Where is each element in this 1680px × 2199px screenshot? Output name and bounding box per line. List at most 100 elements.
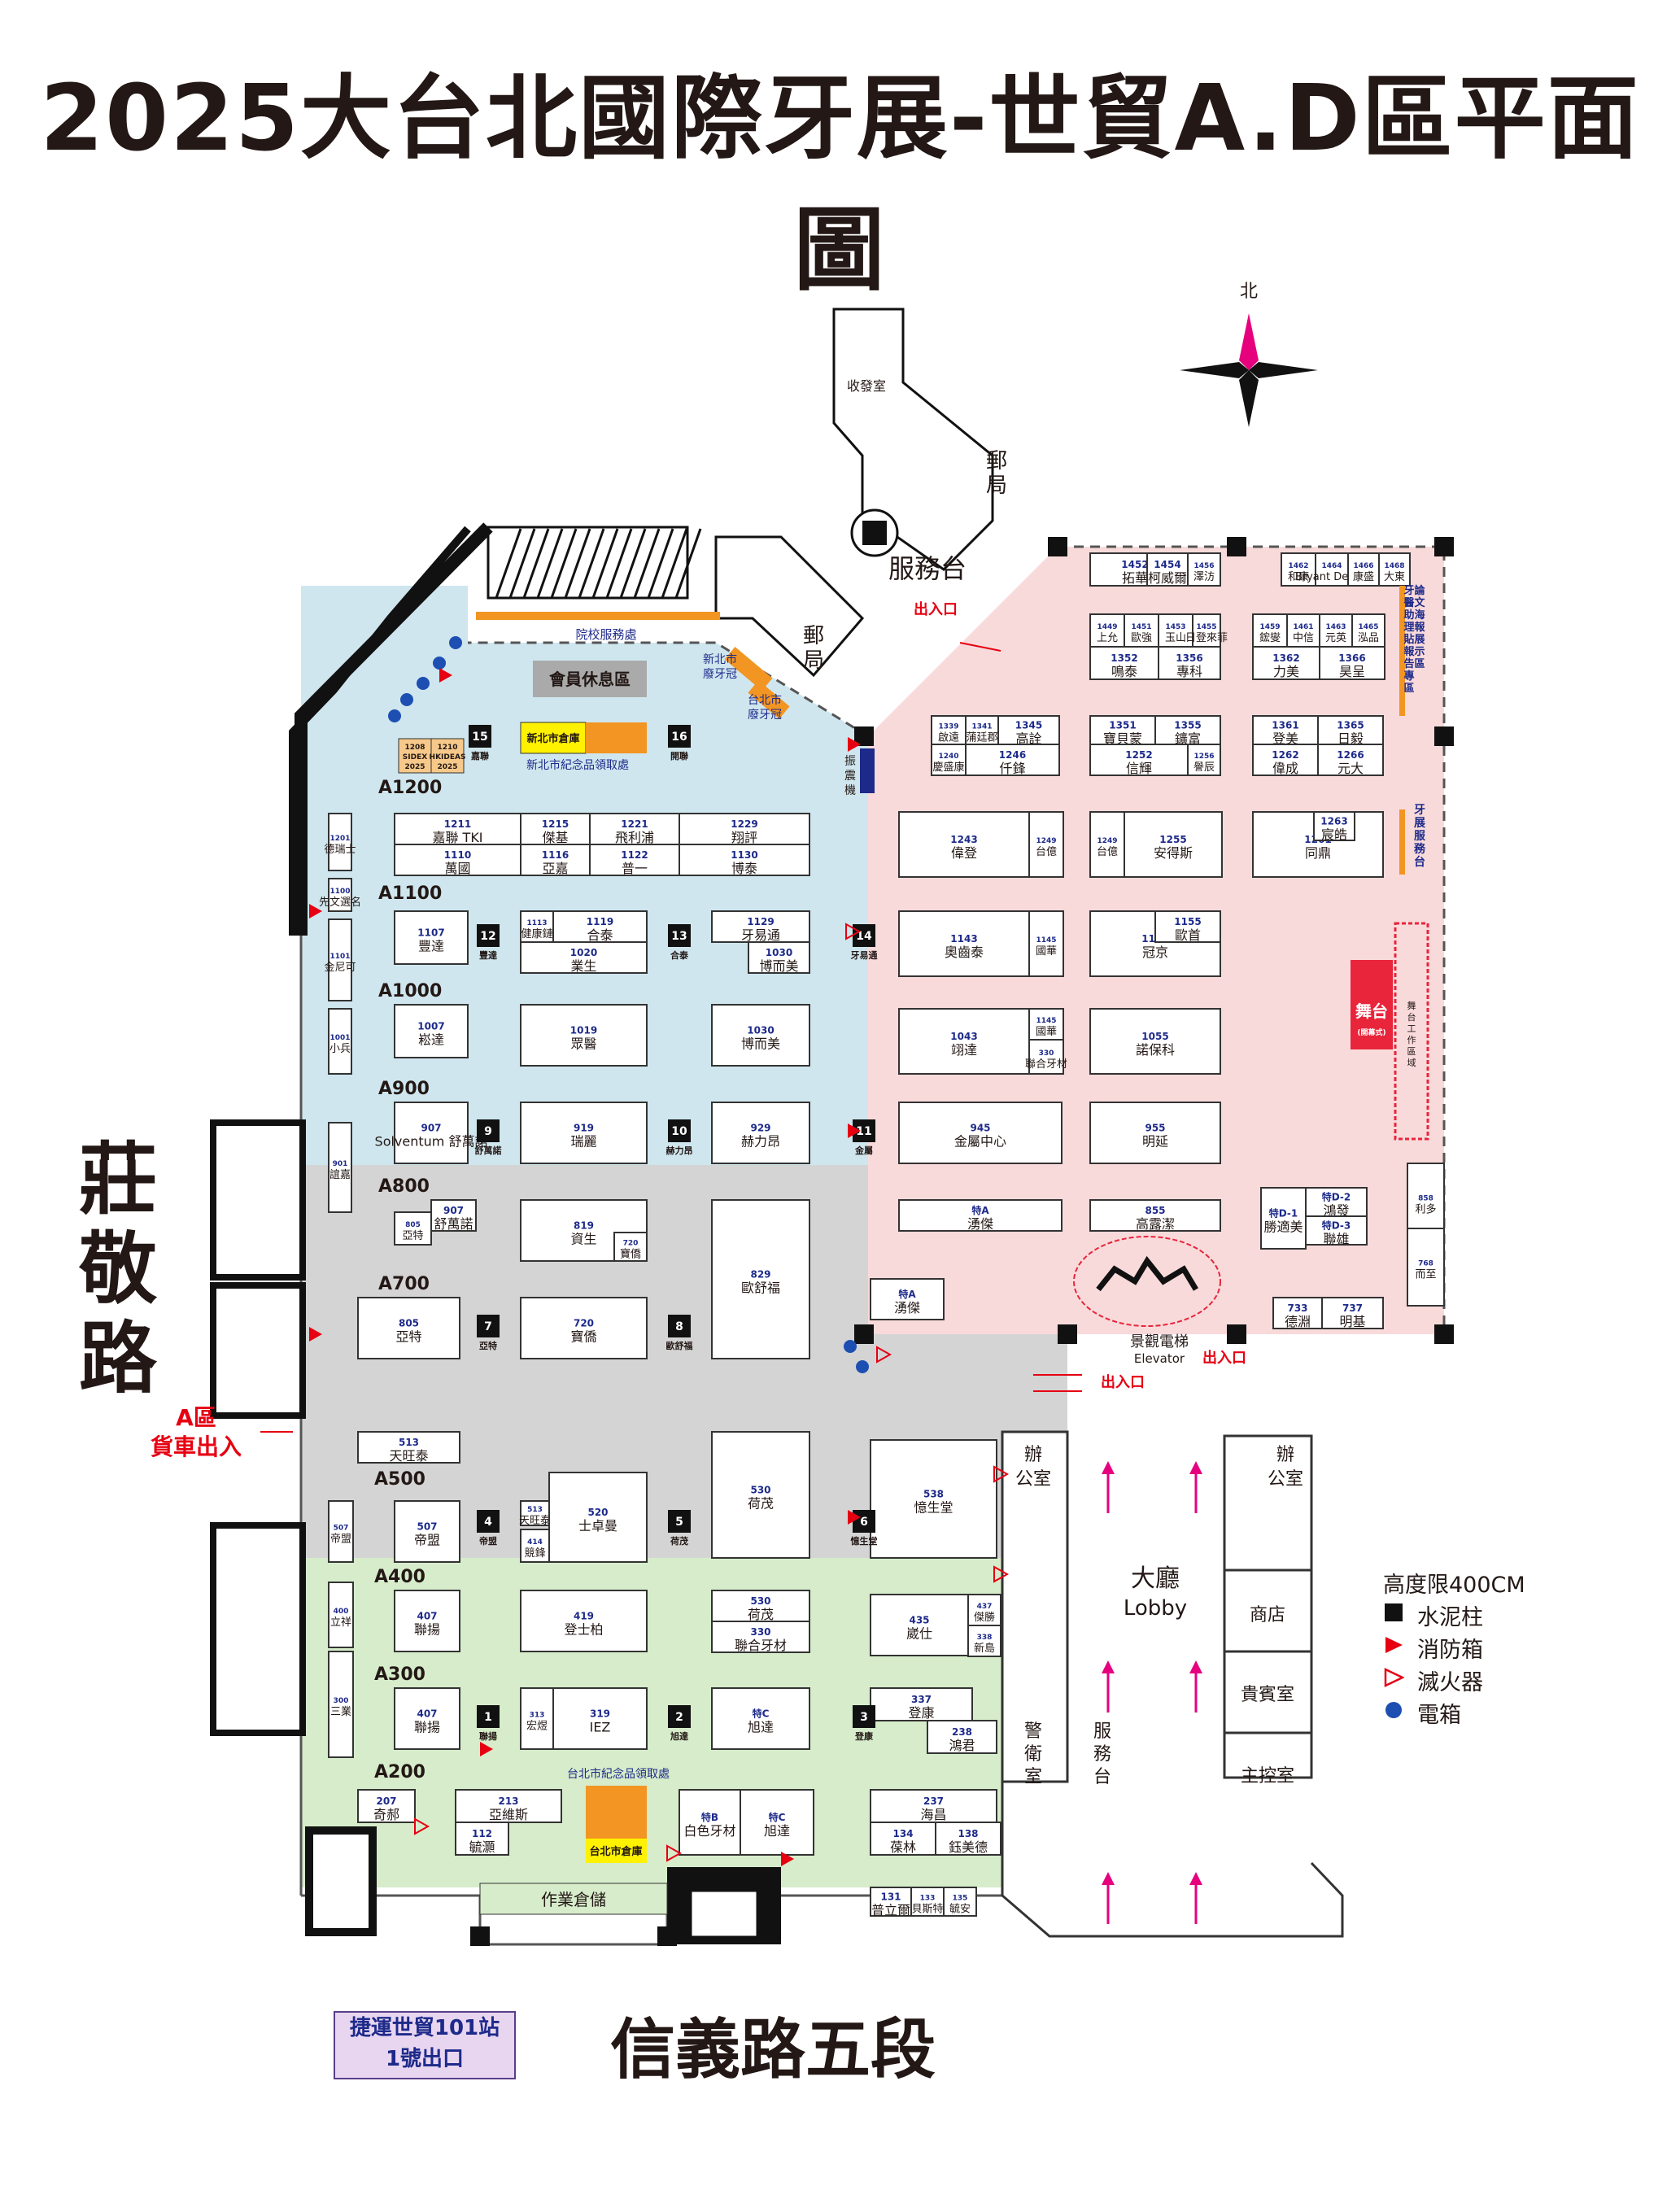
booth-name: 新島 — [974, 1642, 995, 1655]
show-service-label: 展 — [1414, 817, 1425, 830]
poster-label: 示 — [1414, 646, 1425, 658]
extinguisher-icon — [845, 923, 862, 940]
booth-name: 歐舒福 — [741, 1281, 780, 1296]
booth-number: 313 — [530, 1712, 545, 1720]
booth-number: 1449 — [1097, 623, 1117, 631]
booth-number: 1030 — [747, 1025, 774, 1036]
booth-name: 偉登 — [951, 845, 977, 861]
booth-box — [394, 1102, 469, 1164]
pillar-icon — [657, 1926, 677, 1946]
booth-name: 歐強 — [1131, 632, 1152, 644]
pillar-block — [668, 1510, 691, 1533]
booth-number: 733 — [1287, 1302, 1307, 1314]
booth-box — [870, 1887, 912, 1917]
booth-number: 1030 — [766, 947, 792, 958]
booth-box — [520, 1297, 648, 1359]
booth-box — [1124, 613, 1159, 648]
lobby-arrow-head — [1189, 1660, 1202, 1673]
booth-box — [711, 1687, 810, 1750]
booth-number: 338 — [977, 1634, 993, 1642]
booth-number: 1107 — [417, 927, 444, 939]
booth-name: 台億 — [1097, 845, 1118, 858]
extinguisher-icon — [1383, 1667, 1417, 1694]
booth-number: 1465 — [1358, 623, 1378, 631]
booth-name: 而至 — [1415, 1269, 1436, 1281]
booth-name: 明基 — [1339, 1314, 1365, 1329]
poster-label: 海 — [1414, 609, 1425, 622]
booth-name: 勝適美 — [1263, 1219, 1303, 1235]
compass-south — [1239, 370, 1259, 427]
booth-number: 1453 — [1165, 623, 1185, 631]
booth-number: 特B — [701, 1811, 718, 1823]
booth-number: 1155 — [1174, 916, 1201, 927]
booth-number: 1454 — [1154, 559, 1180, 570]
booth-box — [1317, 744, 1384, 776]
pillar-name: 嘉聯 — [470, 750, 489, 761]
row-label: A1000 — [378, 981, 442, 1001]
booth-name: 台億 — [1036, 845, 1057, 858]
booth-name: 亞嘉 — [542, 861, 568, 876]
lobby-label: 大廳 — [1131, 1564, 1180, 1593]
booth-name: 瑞麗 — [570, 1134, 596, 1150]
pillar-name: 旭達 — [670, 1730, 688, 1742]
hatch-line — [674, 528, 702, 599]
booth-name: 三業 — [330, 1705, 351, 1718]
booth-name: 翊達 — [951, 1042, 977, 1058]
booth-number: 929 — [750, 1123, 770, 1134]
fire-hydrant-icon — [848, 737, 861, 752]
pillar-block — [668, 924, 691, 947]
mrt-station: 捷運世貿101站 — [349, 2016, 500, 2040]
booth-name: 毓安 — [949, 1903, 971, 1916]
stage-work-label: 舞 — [1407, 1001, 1416, 1011]
booth-name: 荷茂 — [748, 1496, 774, 1512]
booth-box — [1319, 613, 1353, 648]
pillar: 4帝盟 — [477, 1510, 500, 1547]
booth-number: 1463 — [1325, 623, 1346, 631]
booth-number: 1007 — [417, 1021, 444, 1032]
pillar-name: 合泰 — [670, 949, 689, 961]
lobby-label-en: Lobby — [1124, 1596, 1187, 1621]
booth-number: 737 — [1342, 1302, 1363, 1314]
booth-name: 豐達 — [418, 939, 444, 954]
booth-box — [1407, 1228, 1445, 1307]
hatch-line — [647, 528, 674, 599]
booth-number: 1361 — [1272, 720, 1298, 731]
booth-name: 傑基 — [542, 830, 568, 845]
legend: 高度限400CM 水泥柱 消防箱 滅火器 電箱 — [1383, 1566, 1525, 1729]
booth-number: 1461 — [1293, 623, 1313, 631]
service-desk-label: 服務台 — [888, 553, 967, 584]
booth-name: 諾保科 — [1136, 1042, 1175, 1058]
booth-name: 泓品 — [1358, 632, 1379, 644]
ntpc-waste-bar — [724, 647, 773, 691]
booth-box — [898, 1102, 1063, 1164]
booth-name: 旭達 — [764, 1823, 790, 1839]
booth-name: 鳴泰 — [1111, 664, 1137, 679]
road-label-south: 信義路五段 — [610, 2012, 936, 2088]
pillar-number: 6 — [860, 1516, 868, 1529]
booth-number: 138 — [958, 1828, 978, 1839]
booth-box — [711, 1102, 810, 1164]
electric-box-icon — [1383, 1699, 1417, 1726]
show-service-label: 服 — [1414, 830, 1426, 843]
post-office-label: 局 — [803, 648, 824, 673]
lobby-arrow-head — [1102, 1660, 1115, 1673]
booth-box — [711, 1199, 810, 1359]
booth-number: 1345 — [1015, 720, 1042, 731]
legend-item: 水泥柱 — [1383, 1599, 1525, 1631]
booth-box — [394, 1590, 460, 1652]
